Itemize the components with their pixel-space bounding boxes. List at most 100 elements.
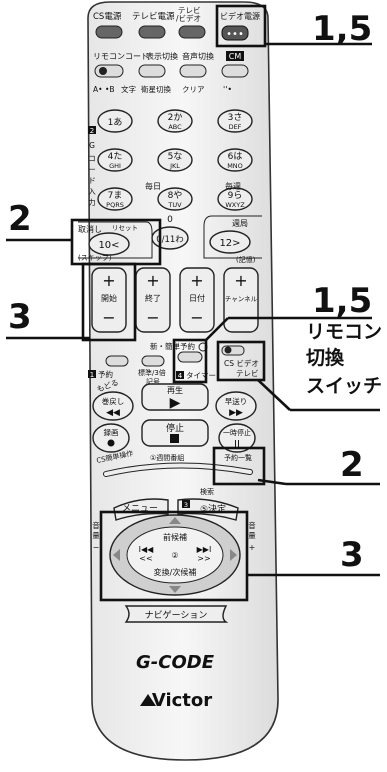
victor-logo: Victor [152, 690, 212, 711]
number-key-8[interactable] [157, 187, 193, 211]
svg-text:I◀◀: I◀◀ [139, 545, 155, 554]
number-key-7[interactable] [97, 187, 133, 211]
svg-text:音: 音 [92, 520, 100, 530]
svg-text:テレビ: テレビ [178, 6, 201, 15]
svg-text:予約一覧: 予約一覧 [224, 453, 252, 462]
svg-text:12>: 12> [219, 238, 240, 249]
callout-bottom-right: 3 [340, 535, 364, 575]
svg-text:①週間番組: ①週間番組 [150, 453, 184, 462]
svg-text:早送り: 早送り [225, 396, 248, 406]
svg-text:文字: 文字 [121, 84, 136, 94]
svg-text:記号: 記号 [146, 377, 160, 386]
navigation-button[interactable] [124, 605, 229, 623]
svg-text:ー: ー [88, 165, 96, 174]
plus-minus-3[interactable] [179, 267, 215, 333]
svg-text:CS ビデオ: CS ビデオ [224, 358, 259, 368]
svg-text:変換/次候補: 変換/次候補 [154, 567, 197, 577]
svg-text:リモコンコード: リモコンコード [93, 52, 149, 61]
svg-text:量: 量 [92, 531, 100, 540]
plus-minus-buttons: +開始−+終了−+日付−+チャンネル− [91, 267, 259, 333]
svg-text:3: 3 [184, 501, 188, 509]
number-key-label: 9ら [228, 190, 243, 201]
number-key-1[interactable] [97, 109, 133, 133]
svg-text:量: 量 [248, 531, 256, 540]
number-key-9[interactable] [217, 187, 253, 211]
plus-sign: + [190, 271, 203, 290]
svg-text:切換: 切換 [306, 346, 345, 369]
svg-text:検索: 検索 [200, 487, 214, 496]
svg-text:>>: >> [197, 554, 210, 563]
callout-right-lower: 2 [340, 445, 364, 485]
plus-minus-label: 日付 [189, 293, 205, 303]
number-key-sublabel: ABC [168, 123, 182, 131]
cs-power-button[interactable] [95, 25, 123, 39]
svg-text:リモコン: リモコン [306, 321, 382, 343]
svg-text:表示切換: 表示切換 [146, 51, 178, 61]
minus-sign: − [146, 308, 159, 327]
number-key-label: 6は [228, 151, 243, 162]
svg-text:−: − [93, 543, 100, 552]
plus-sign: + [234, 271, 247, 290]
svg-text:標準/3倍: 標準/3倍 [138, 368, 166, 377]
svg-text:タイマー: タイマー [186, 371, 216, 380]
number-key-4[interactable] [97, 148, 133, 172]
number-key-sublabel: PQRS [106, 201, 124, 209]
svg-text:再生: 再生 [167, 385, 183, 395]
callout-box-right-lower [212, 446, 266, 486]
fast-forward-button[interactable] [215, 391, 257, 421]
svg-text:ド: ド [88, 176, 96, 185]
svg-text:入: 入 [88, 187, 96, 196]
svg-text:1: 1 [90, 371, 94, 379]
number-key-label: 7ま [108, 190, 123, 201]
plus-minus-4[interactable] [223, 267, 259, 333]
tv-power-button[interactable] [138, 25, 166, 39]
svg-text:毎日: 毎日 [145, 181, 161, 191]
svg-text:②: ② [171, 551, 178, 560]
callout-top-right: 1,5 [312, 9, 372, 49]
rewind-button[interactable] [92, 391, 134, 421]
svg-text:音: 音 [248, 520, 256, 530]
svg-text:◀◀: ◀◀ [106, 408, 120, 418]
svg-text:衛星切換: 衛星切換 [141, 84, 171, 94]
svg-text:▶▶I: ▶▶I [197, 545, 212, 554]
video-power-button[interactable] [221, 25, 249, 41]
pause-button[interactable] [218, 423, 256, 453]
gcode-logo: G-CODE [136, 652, 215, 673]
enter-button[interactable] [177, 498, 239, 521]
svg-text:停止: 停止 [166, 422, 184, 434]
svg-text:CM: CM [229, 52, 242, 61]
number-key-5[interactable] [157, 148, 193, 172]
number-key-3[interactable] [217, 109, 253, 133]
plus-sign: + [146, 271, 159, 290]
tv-video-button[interactable] [178, 25, 206, 39]
svg-text:スイッチ: スイッチ [306, 375, 382, 397]
stop-button[interactable] [141, 419, 209, 447]
svg-text:2: 2 [90, 127, 94, 135]
plus-minus-label: チャンネル [225, 295, 258, 303]
play-button[interactable] [141, 383, 209, 411]
number-key-6[interactable] [217, 148, 253, 172]
svg-text:10<: 10< [98, 240, 119, 251]
number-key-sublabel: WXYZ [225, 201, 245, 209]
number-key-sublabel: JKL [169, 162, 180, 170]
number-key-label: 1あ [108, 117, 123, 128]
callout-left-lower: 3 [8, 297, 32, 337]
svg-text:毎週: 毎週 [225, 181, 241, 191]
top-row-label-video: ビデオ電源 [220, 11, 260, 21]
svg-text:一時停止: 一時停止 [223, 428, 251, 437]
key-12[interactable] [209, 230, 251, 254]
svg-text:A• •B: A• •B [93, 85, 115, 94]
record-button[interactable] [92, 423, 130, 453]
callout-box-bottom [99, 510, 249, 602]
number-key-label: 3さ [228, 112, 243, 123]
number-key-label: 5な [168, 151, 183, 162]
key-10[interactable] [88, 232, 130, 256]
number-key-sublabel: MNO [227, 162, 243, 170]
svg-text:▶▶: ▶▶ [229, 408, 243, 418]
plus-minus-1[interactable] [91, 267, 127, 333]
number-key-label: 4た [108, 151, 123, 162]
callout-left-upper: 2 [8, 199, 32, 239]
menu-button[interactable] [113, 498, 169, 521]
number-key-2[interactable] [157, 109, 193, 133]
